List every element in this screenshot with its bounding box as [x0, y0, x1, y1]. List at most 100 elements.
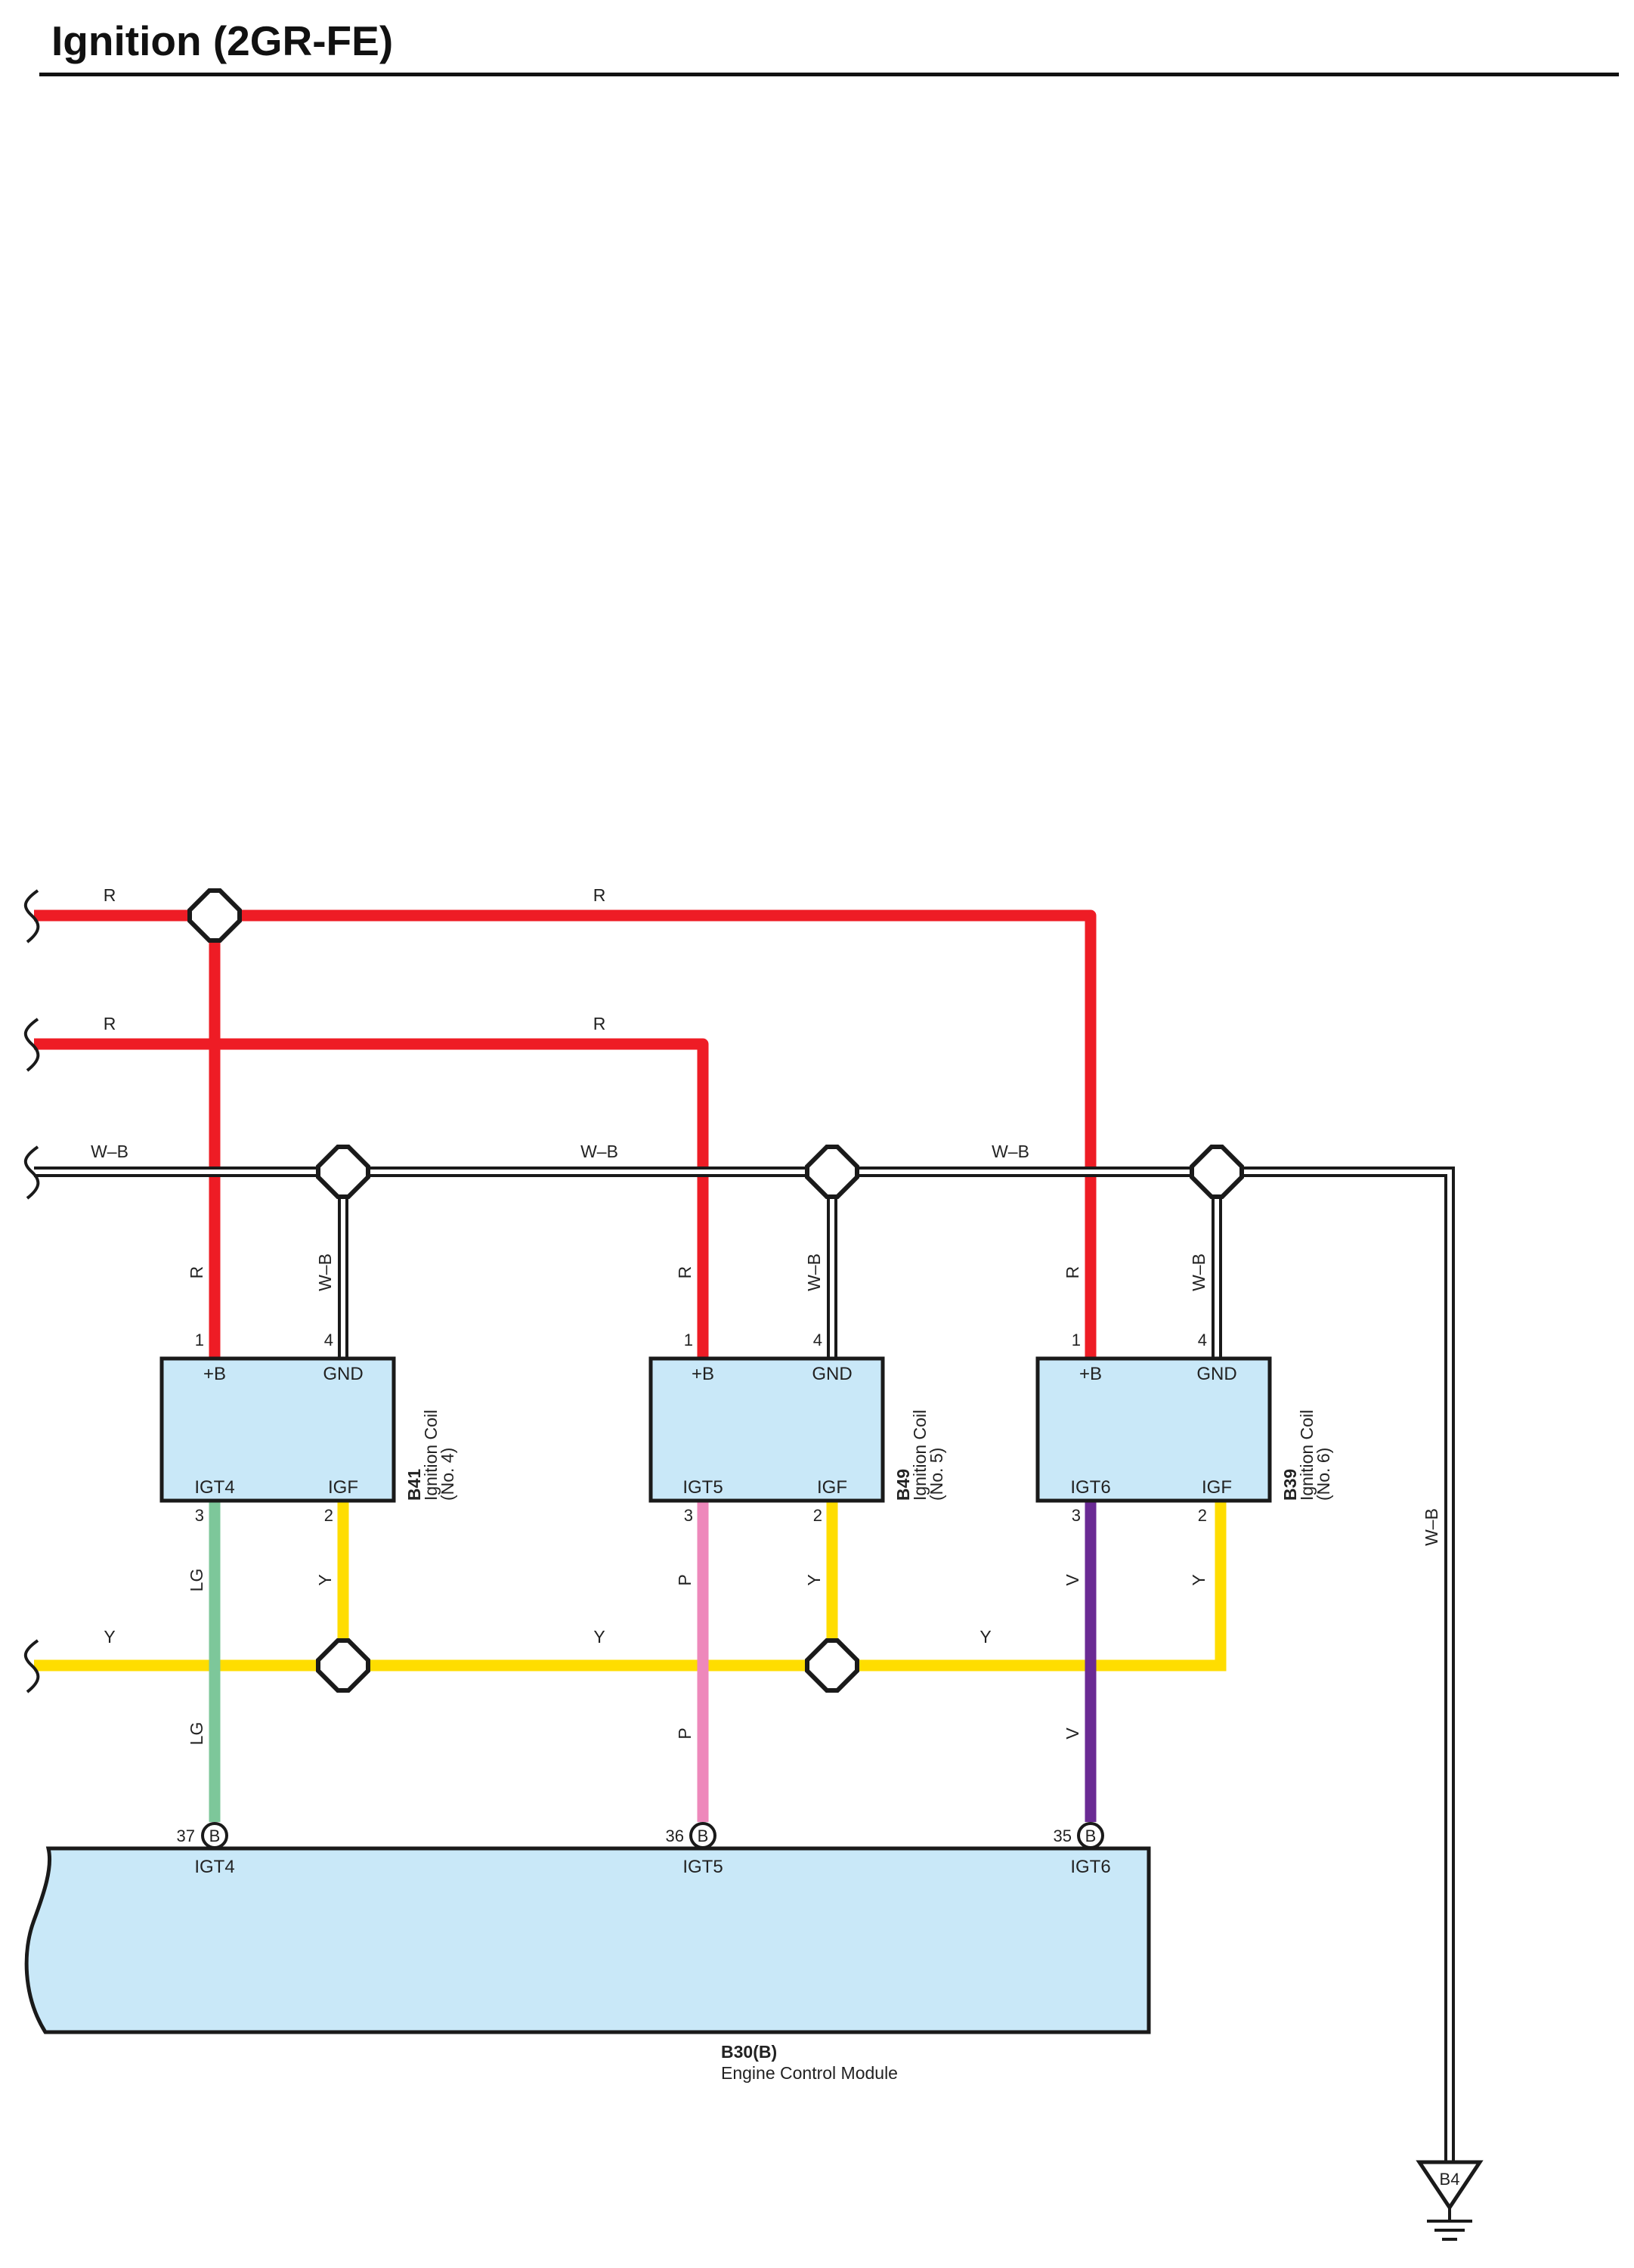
coil-number: (No. 6) [1314, 1448, 1333, 1501]
splice-y-2 [805, 1638, 859, 1693]
wire-label: W–B [580, 1142, 618, 1161]
wire-label: V [1063, 1727, 1082, 1740]
wire-label: LG [187, 1722, 206, 1746]
wire-label: Y [979, 1627, 991, 1647]
coil-body [159, 1356, 396, 1503]
wire-label: P [675, 1574, 695, 1585]
ecm-pins: B 37 IGT4 B 36 IGT5 B 35 IGT6 [177, 1822, 1111, 1877]
wire-labels-horizontal: R R R R W–B W–B W–B Y Y Y [91, 885, 1029, 1647]
wb-core [34, 1170, 1452, 2162]
coil-body [648, 1356, 885, 1503]
break-symbol [23, 1639, 40, 1693]
connector-letter: B [209, 1826, 221, 1845]
connector-pin-circle [689, 1822, 716, 1849]
splice-wb-3 [1190, 1145, 1244, 1199]
splice-r [187, 888, 242, 943]
pin-number: 2 [813, 1506, 822, 1525]
ecm-terminal-label: IGT6 [1070, 1857, 1110, 1877]
connector-pin-circle [201, 1822, 228, 1849]
splices [187, 888, 1244, 1693]
wire-label: R [1063, 1266, 1082, 1279]
ground-symbol [1427, 2208, 1472, 2241]
coil-code: B49 [893, 1469, 913, 1501]
coil-terminal-igf: IGF [328, 1477, 358, 1498]
r-wire-top [34, 909, 1097, 1359]
pin-number: 4 [813, 1331, 822, 1349]
title-rule [39, 73, 1619, 76]
ecm-name: Engine Control Module [721, 2063, 898, 2083]
pin-number: 4 [1198, 1331, 1207, 1349]
ecm-pin-37: B 37 IGT4 [177, 1822, 235, 1877]
wire-labels-vertical: R W–B LG Y LG R W–B P Y P R W–B V Y V W–… [187, 1253, 1441, 1745]
pin-number: 3 [1072, 1506, 1081, 1525]
wb-wires [34, 1167, 1455, 2162]
igt-wires [209, 1501, 1097, 1822]
wire-label: Y [315, 1574, 335, 1585]
coil-terminal-b: +B [1079, 1364, 1102, 1384]
connector-letter: B [1085, 1826, 1097, 1845]
connector-pin-circle [1077, 1822, 1104, 1849]
coil-terminal-igt: IGT4 [194, 1477, 234, 1498]
wire-label: W–B [315, 1253, 335, 1291]
connector-letter: B [698, 1826, 709, 1845]
page-title: Ignition (2GR-FE) [51, 17, 394, 64]
engine-control-module: B 37 IGT4 B 36 IGT5 B 35 IGT6 B30(B) Eng… [24, 1822, 1151, 2083]
break-symbol [23, 1145, 40, 1200]
ignition-coil-no6: +B GND IGT6 IGF 1 4 3 2 B39 Ignition Coi… [1035, 1331, 1333, 1525]
coil-body [1035, 1356, 1272, 1503]
wire-label: R [187, 1266, 206, 1279]
pin-number: 1 [195, 1331, 204, 1349]
ground-triangle [1416, 2160, 1484, 2211]
coil-code: B41 [404, 1469, 424, 1501]
wire-label: Y [804, 1574, 824, 1585]
ecm-body [24, 1846, 1151, 2034]
wire-label: W–B [1189, 1253, 1208, 1291]
wire-label: Y [593, 1627, 605, 1647]
wire-label: Y [104, 1627, 115, 1647]
coil-number: (No. 4) [438, 1448, 457, 1501]
ground-point-b4: B4 [1416, 2160, 1484, 2241]
ignition-coil-no5: +B GND IGT5 IGF 1 4 3 2 B49 Ignition Coi… [648, 1331, 946, 1525]
coil-terminal-b: +B [692, 1364, 714, 1384]
y-wire-bus [34, 1501, 1227, 1672]
ecm-pin-number: 35 [1054, 1826, 1072, 1845]
pin-number: 1 [684, 1331, 693, 1349]
splice-wb-2 [805, 1145, 859, 1199]
pin-number: 2 [1198, 1506, 1207, 1525]
wire-label: R [593, 885, 606, 905]
ecm-code: B30(B) [721, 2042, 777, 2062]
ecm-pin-36: B 36 IGT5 [666, 1822, 723, 1877]
splice-y-1 [316, 1638, 370, 1693]
coil-terminal-igt: IGT6 [1070, 1477, 1110, 1498]
coil-caption: B49 Ignition Coil (No. 5) [893, 1410, 946, 1501]
coil-name: Ignition Coil [421, 1410, 441, 1501]
coil-number: (No. 5) [927, 1448, 946, 1501]
wire-label: LG [187, 1569, 206, 1592]
y-wires [34, 1501, 1227, 1672]
wire-label: P [675, 1727, 695, 1739]
pin-number: 3 [684, 1506, 693, 1525]
pin-number: 2 [324, 1506, 333, 1525]
coil-terminal-gnd: GND [812, 1364, 852, 1384]
wire-label: V [1063, 1574, 1082, 1586]
ecm-terminal-label: IGT5 [682, 1857, 723, 1877]
wire-label: W–B [1422, 1508, 1441, 1546]
coil-code: B39 [1280, 1469, 1300, 1501]
ecm-pin-35: B 35 IGT6 [1054, 1822, 1111, 1877]
coil-terminal-b: +B [203, 1364, 226, 1384]
wire-label: W–B [91, 1142, 128, 1161]
wire-label: R [675, 1266, 695, 1279]
ground-code: B4 [1440, 2170, 1460, 2189]
coil-name: Ignition Coil [910, 1410, 930, 1501]
wire-label: W–B [992, 1142, 1029, 1161]
break-symbol [23, 1018, 40, 1072]
wire-label: W–B [804, 1253, 824, 1291]
r-wires [34, 909, 1097, 1359]
r-wire-mid [34, 1038, 709, 1359]
wire-label: R [593, 1014, 606, 1033]
pin-number: 3 [195, 1506, 204, 1525]
coil-terminal-gnd: GND [1196, 1364, 1236, 1384]
coil-terminal-igf: IGF [817, 1477, 847, 1498]
break-symbol [23, 889, 40, 943]
